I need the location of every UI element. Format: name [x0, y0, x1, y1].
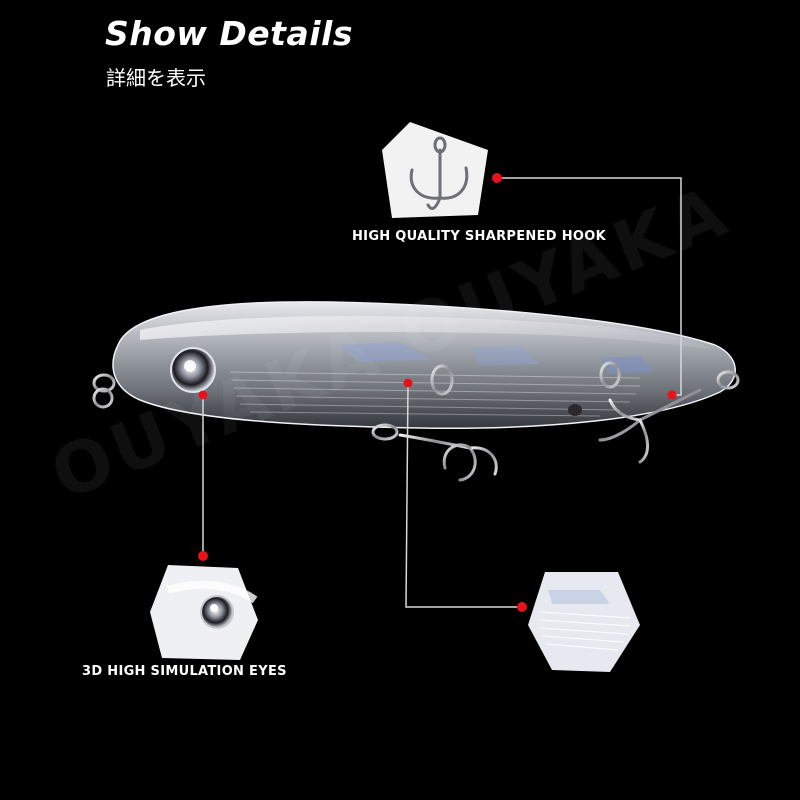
eye-detail-inset — [150, 565, 258, 660]
rear-treble-hook-icon — [598, 361, 740, 464]
body-detail-inset — [528, 572, 640, 672]
callout-leader-lines — [202, 177, 682, 608]
page-subtitle: 詳細を表示 — [106, 66, 206, 90]
hook-callout-label: HIGH QUALITY SHARPENED HOOK — [352, 229, 606, 244]
page-title: Show Details — [105, 14, 353, 53]
lure-body — [112, 301, 736, 429]
front-split-ring-icon — [92, 373, 116, 409]
treble-hook-icon — [409, 136, 469, 210]
red-marker-icon — [198, 173, 677, 612]
hook-detail-inset — [382, 122, 488, 218]
lure-eye-icon — [170, 347, 216, 393]
eyes-callout-label: 3D HIGH SIMULATION EYES — [82, 664, 287, 679]
